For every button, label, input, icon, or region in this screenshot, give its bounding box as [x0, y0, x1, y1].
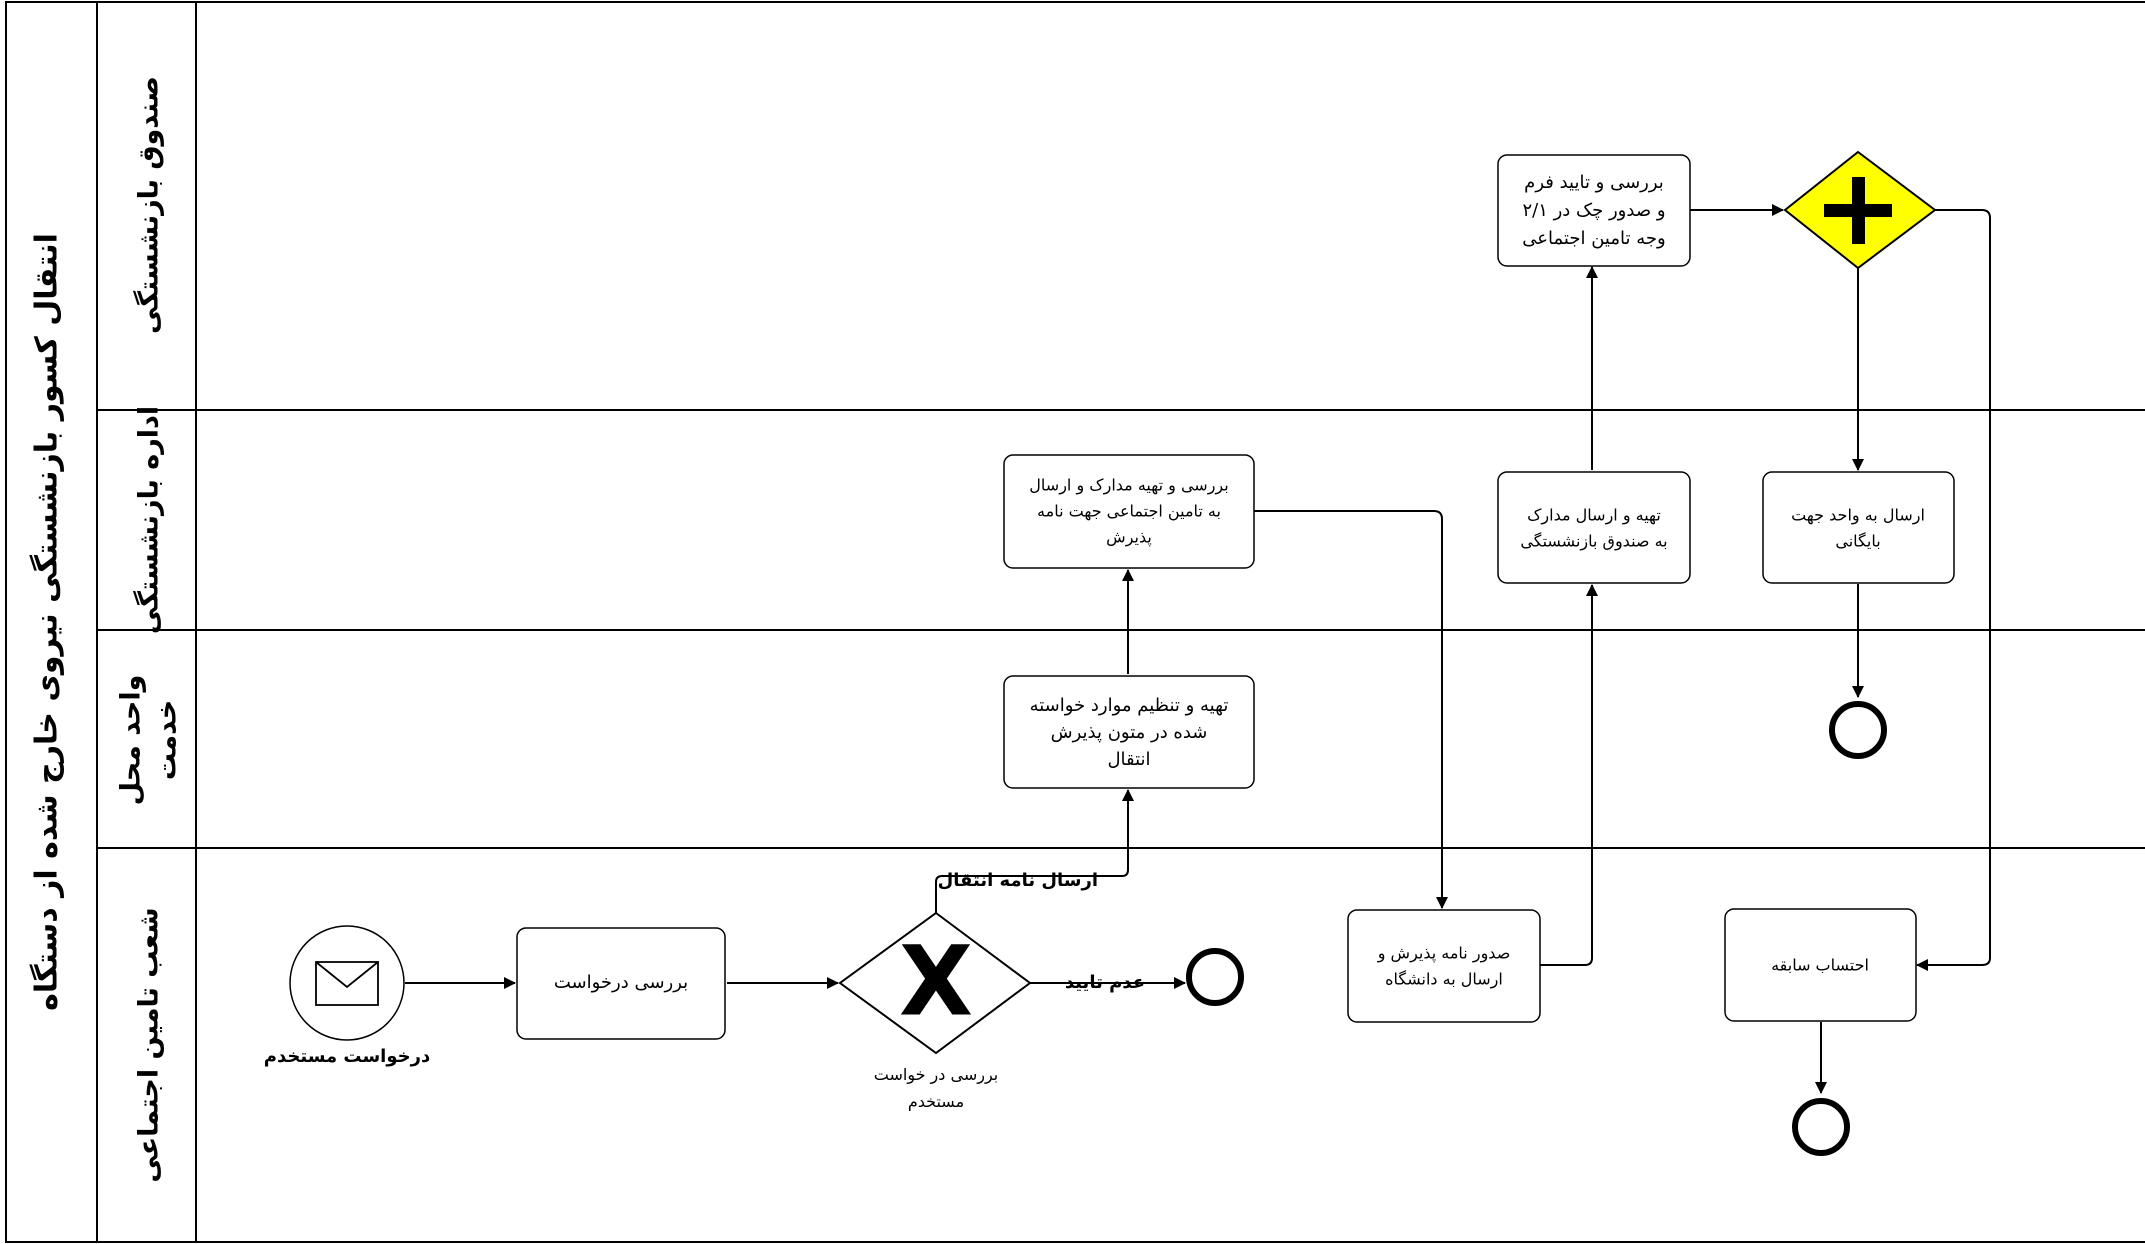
gateway-label-line2: مستخدم — [908, 1092, 964, 1111]
task-prepare-texts-line2: شده در متون پذیرش — [1051, 722, 1208, 743]
task-review-docs-line2: به تامین اجتماعی جهت نامه — [1037, 502, 1221, 522]
task-issue-acceptance[interactable]: صدور نامه پذیرش و ارسال به دانشگاه — [1347, 909, 1541, 1023]
start-event-label: درخواست مستخدم — [264, 1046, 430, 1067]
task-archive-box — [1762, 471, 1955, 584]
exclusive-gateway-diamond — [838, 911, 1032, 1055]
end-event-rejected[interactable] — [1186, 948, 1244, 1006]
flow-review-docs-to-issue — [1253, 510, 1448, 909]
task-calc-record-text: احتساب سابقه — [1771, 956, 1869, 975]
task-issue-acceptance-line1: صدور نامه پذیرش و — [1377, 944, 1511, 964]
task-issue-acceptance-line2: ارسال به دانشگاه — [1385, 970, 1503, 990]
task-approve-form-box — [1497, 154, 1691, 267]
task-archive-line1: ارسال به واحد جهت — [1791, 506, 1925, 526]
flow-label-send-letter: ارسال نامه انتقال — [938, 870, 1098, 891]
task-issue-acceptance-box — [1347, 909, 1541, 1023]
task-review-docs[interactable]: بررسی و تهیه مدارک و ارسال به تامین اجتم… — [1003, 454, 1255, 569]
lane-label-social-security: شعب تامین اجتماعی — [134, 907, 165, 1182]
task-prepare-texts[interactable]: تهیه و تنظیم موارد خواسته شده در متون پذ… — [1003, 675, 1255, 789]
task-send-to-fund-box — [1497, 471, 1691, 584]
flow-gateway-send-letter — [935, 789, 1134, 913]
parallel-gateway[interactable] — [1783, 150, 1937, 270]
task-review-request[interactable]: بررسی درخواست — [516, 927, 726, 1040]
task-review-docs-box — [1003, 454, 1255, 569]
lane-label-workplace-unit: واحد محل خدمت — [116, 675, 183, 806]
flow-parallel-to-calc — [1916, 209, 1991, 971]
task-approve-form-line2: ۲/۱ و صدور چک در — [1522, 200, 1665, 221]
task-calc-record[interactable]: احتساب سابقه — [1724, 908, 1917, 1022]
envelope-icon — [315, 961, 379, 1006]
task-prepare-texts-line3: انتقال — [1107, 749, 1150, 770]
task-approve-form-line1: بررسی و تایید فرم — [1524, 172, 1664, 193]
end-event-archive[interactable] — [1829, 701, 1887, 759]
task-archive[interactable]: ارسال به واحد جهت بایگانی — [1762, 471, 1955, 584]
task-review-docs-line3: پذیرش — [1106, 528, 1152, 548]
flow-label-not-approved: عدم تایید — [1065, 972, 1145, 993]
lane-label-workplace-line1: واحد محل — [116, 675, 147, 806]
task-approve-form-line3: وجه تامین اجتماعی — [1522, 228, 1665, 249]
exclusive-gateway[interactable]: X — [838, 911, 1032, 1055]
task-review-docs-line1: بررسی و تهیه مدارک و ارسال — [1029, 476, 1228, 496]
task-send-to-fund-line1: تهیه و ارسال مدارک — [1527, 506, 1661, 526]
task-archive-line2: بایگانی — [1835, 532, 1880, 551]
x-icon: X — [899, 925, 973, 1037]
lane-label-pension-office: اداره بازنشستگی — [133, 406, 165, 634]
flow-issue-to-send-fund — [1538, 584, 1598, 966]
gateway-label-line1: بررسی در خواست — [874, 1065, 999, 1085]
task-review-request-text: بررسی درخواست — [554, 972, 688, 993]
task-send-to-fund-line2: به صندوق بازنشستگی — [1520, 532, 1667, 552]
task-send-to-fund[interactable]: تهیه و ارسال مدارک به صندوق بازنشستگی — [1497, 471, 1691, 584]
lane-label-workplace-line2: خدمت — [152, 700, 183, 780]
start-event[interactable] — [289, 925, 405, 1041]
task-approve-form[interactable]: بررسی و تایید فرم ۲/۱ و صدور چک در وجه ت… — [1497, 154, 1691, 267]
task-prepare-texts-line1: تهیه و تنظیم موارد خواسته — [1030, 695, 1229, 716]
pool-title: انتقال کسور بازنشستگی نیروی خارج شده از … — [29, 233, 65, 1011]
task-calc-record-box — [1724, 908, 1917, 1022]
task-review-request-box — [516, 927, 726, 1040]
plus-icon — [1824, 177, 1892, 244]
task-prepare-texts-box — [1003, 675, 1255, 789]
lane-label-pension-fund: صندوق بازنشستگی — [133, 76, 165, 334]
end-event-calc[interactable] — [1792, 1098, 1850, 1156]
